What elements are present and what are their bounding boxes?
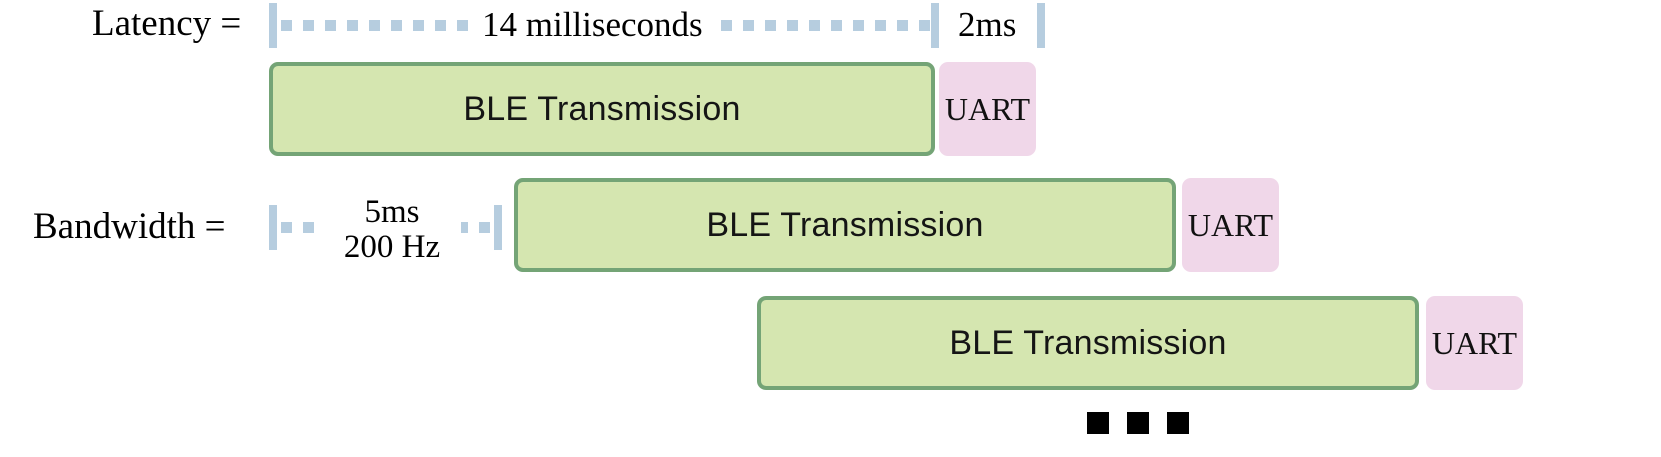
- ble-transmission-block-1[interactable]: BLE Transmission: [269, 62, 935, 156]
- latency-tick-start: [269, 3, 277, 48]
- uart-block-1[interactable]: UART: [939, 62, 1036, 156]
- ellipsis-square: [1167, 412, 1189, 434]
- uart-label: UART: [1431, 324, 1518, 361]
- ble-transmission-block-3[interactable]: BLE Transmission: [757, 296, 1419, 390]
- ellipsis-square: [1127, 412, 1149, 434]
- ble-transmission-label: BLE Transmission: [949, 323, 1227, 362]
- bandwidth-span-label: 5ms 200 Hz: [323, 194, 461, 265]
- continuation-ellipsis: [1087, 412, 1189, 434]
- latency-span-label-2ms: 2ms: [952, 7, 1023, 42]
- ble-transmission-label: BLE Transmission: [463, 89, 741, 128]
- uart-label: UART: [1187, 206, 1274, 243]
- bandwidth-tick-end: [494, 205, 502, 250]
- uart-label: UART: [944, 90, 1031, 127]
- ble-transmission-block-2[interactable]: BLE Transmission: [514, 178, 1176, 272]
- row-label-bandwidth: Bandwidth =: [33, 206, 226, 247]
- ble-transmission-label: BLE Transmission: [706, 205, 984, 244]
- latency-tick-mid: [931, 3, 939, 48]
- latency-tick-end: [1037, 3, 1045, 48]
- bandwidth-tick-start: [269, 205, 277, 250]
- bandwidth-span-label-period: 5ms: [364, 194, 420, 230]
- uart-block-3[interactable]: UART: [1426, 296, 1523, 390]
- latency-span-label-14ms: 14 milliseconds: [472, 7, 713, 42]
- ellipsis-square: [1087, 412, 1109, 434]
- uart-block-2[interactable]: UART: [1182, 178, 1279, 272]
- row-label-latency: Latency =: [92, 3, 242, 44]
- bandwidth-span-label-rate: 200 Hz: [343, 228, 441, 265]
